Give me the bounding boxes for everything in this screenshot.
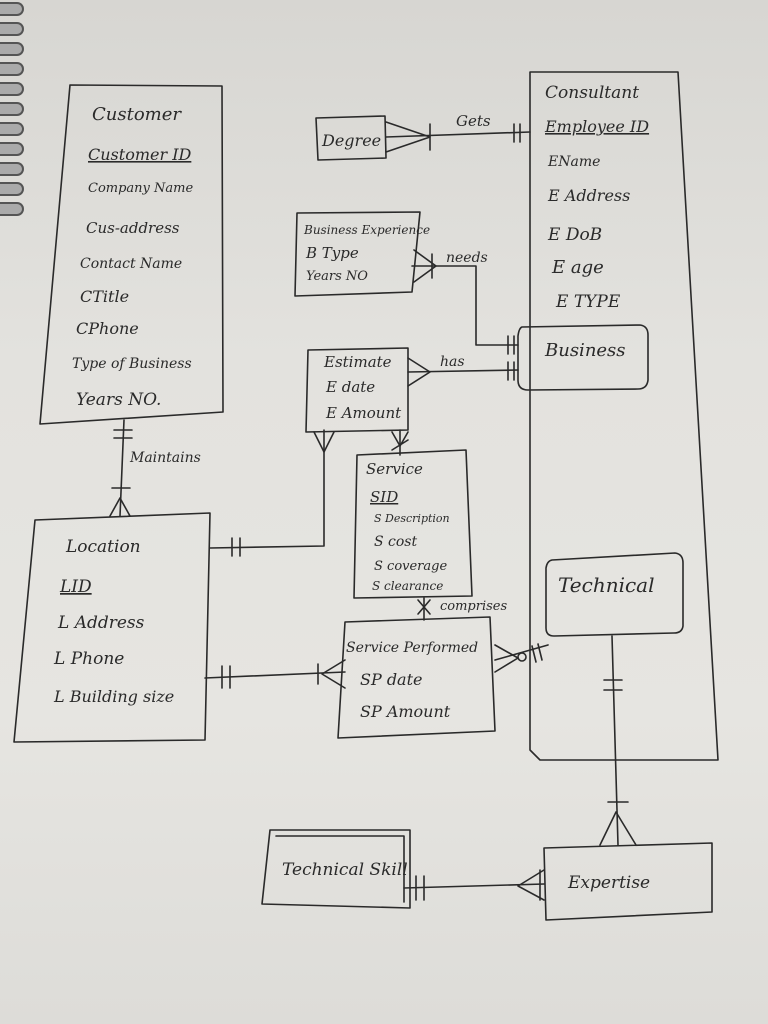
customer-attr-id: Customer ID [88,145,192,164]
business-experience-title: Business Experience [303,223,430,237]
business-entity-box [517,324,649,391]
location-attr: L Building size [53,687,174,706]
customer-attr: Years NO. [76,390,161,410]
technical-skill-box-inner [275,835,405,903]
service-performed-technical-relationship [494,643,549,673]
degree-title: Degree [321,131,381,150]
location-entity-box [13,512,211,743]
customer-attr: Type of Business [72,356,192,372]
spiral-ring [0,22,24,36]
service-entity-box [353,449,473,599]
spiral-ring [0,182,24,196]
consultant-title: Consultant [545,83,639,103]
consultant-attr: E age [551,257,604,278]
location-attr: L Phone [53,649,124,669]
technical-entity-box [545,552,684,637]
gets-relationship: Gets [385,112,531,153]
consultant-attr: E TYPE [555,292,621,312]
service-title: Service [366,460,423,478]
technical-skill-entity-box [261,829,411,909]
estimate-service-relationship [391,429,409,456]
service-attr: S coverage [374,559,447,574]
service-performed-entity-box [337,616,496,739]
business-title: Business [544,340,626,361]
spiral-ring [0,82,24,96]
customer-title: Customer [92,104,182,125]
expertise-entity-box [543,842,713,921]
spiral-ring [0,202,24,216]
technical-expertise-relationship [599,635,637,846]
estimate-attr: E date [325,378,375,396]
service-performed-attr: SP Amount [360,702,451,721]
customer-attr: Company Name [88,181,193,196]
gets-label: Gets [456,112,491,130]
service-performed-title: Service Performed [346,640,478,656]
needs-relationship: needs [411,249,519,355]
consultant-entity-box [529,71,719,761]
spiral-ring [0,122,24,136]
comprises-label: comprises [440,599,507,614]
location-attr: L Address [57,613,145,633]
technical-title: Technical [558,573,655,597]
degree-entity-box [315,115,387,161]
spiral-ring [0,142,24,156]
consultant-attr-id: Employee ID [544,117,649,136]
customer-attr: Contact Name [80,256,182,272]
maintains-relationship: Maintains [109,419,201,517]
service-attr: S Description [374,512,450,525]
has-relationship: has [407,354,519,387]
maintains-label: Maintains [129,450,201,466]
service-attr-id: SID [370,488,398,506]
estimate-entity-box [305,347,409,433]
has-label: has [440,354,465,370]
spiral-ring [0,62,24,76]
spiral-ring [0,162,24,176]
estimate-title: Estimate [323,353,392,371]
needs-label: needs [446,250,488,266]
spiral-ring [0,2,24,16]
business-experience-entity-box [294,211,421,297]
technical-skill-expertise-relationship [403,869,545,901]
business-experience-attr: Years NO [306,269,368,284]
service-performed-attr: SP date [360,670,423,689]
technical-skill-title: Technical Skill [282,860,408,880]
comprises-relationship: comprises [417,597,507,621]
expertise-title: Expertise [567,873,650,893]
customer-attr: CTitle [80,287,129,306]
service-attr: S cost [374,534,417,550]
business-experience-attr: B Type [305,244,359,262]
location-service-performed-relationship [204,659,346,689]
spiral-ring [0,42,24,56]
service-attr: S clearance [372,579,443,593]
customer-attr: CPhone [76,319,139,338]
customer-attr: Cus-address [86,219,180,237]
estimate-attr: E Amount [325,404,402,422]
spiral-ring [0,102,24,116]
consultant-attr: EName [547,154,600,170]
consultant-attr: E DoB [547,225,602,245]
consultant-attr: E Address [547,186,630,205]
location-attr-id: LID [59,577,92,597]
location-estimate-relationship [209,429,335,557]
location-title: Location [65,537,141,557]
customer-entity-box [39,84,224,425]
